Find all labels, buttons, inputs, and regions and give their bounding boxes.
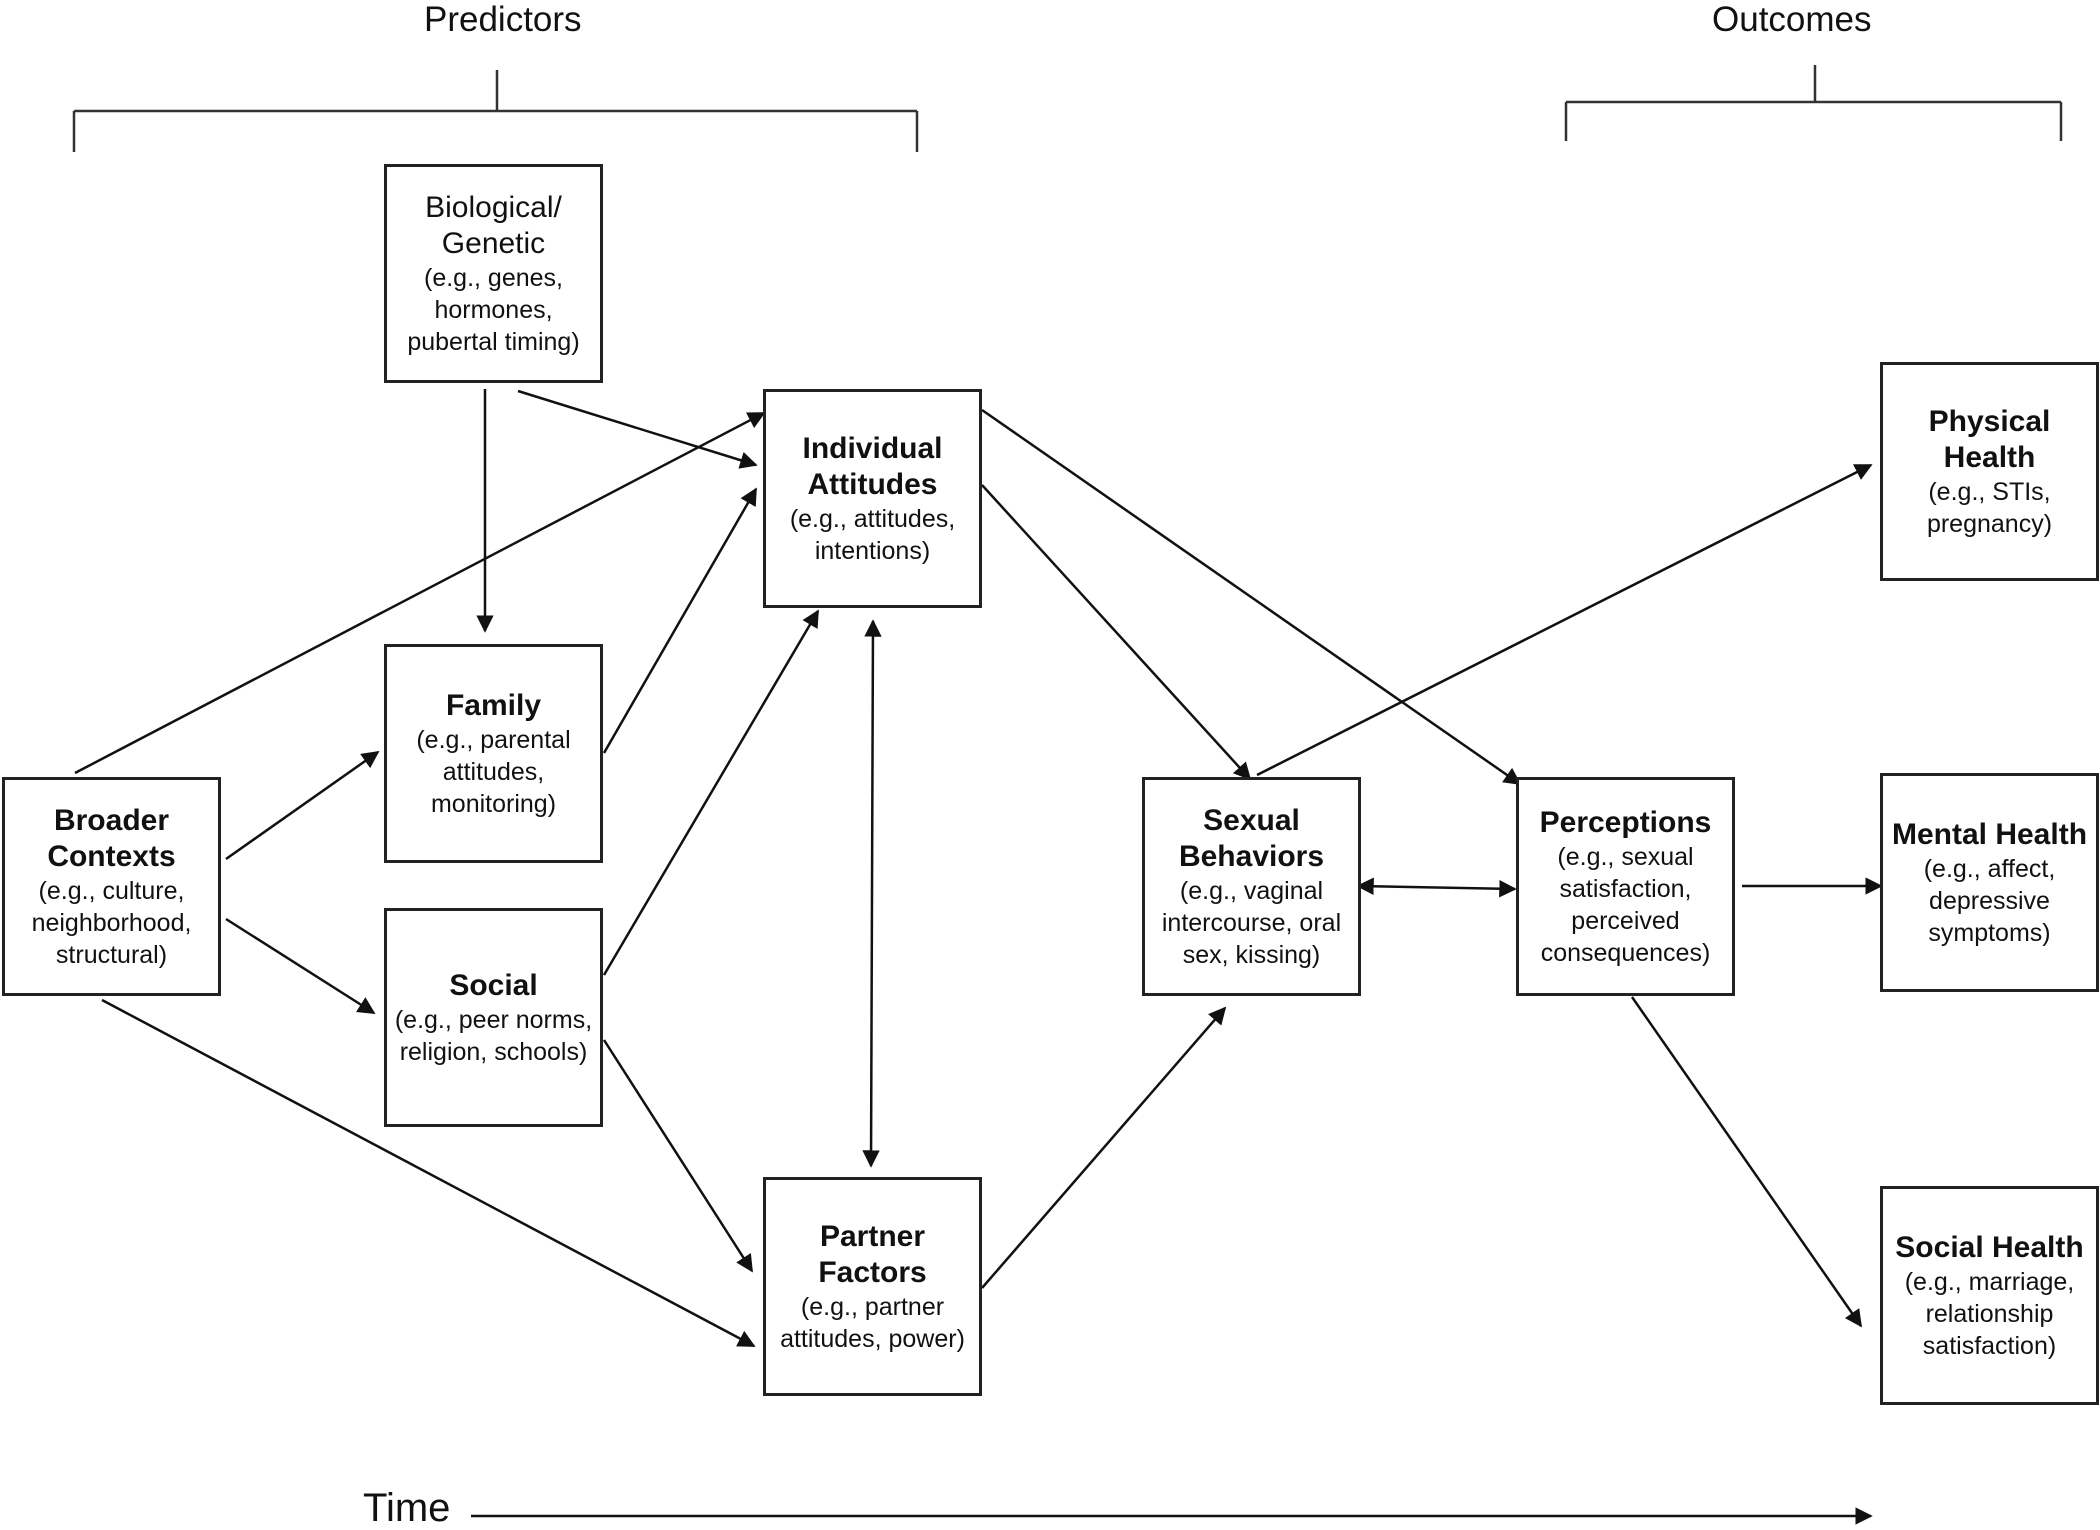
node-broader: Broader Contexts (e.g., culture, neighbo…: [2, 777, 221, 996]
node-biological-title: Biological/ Genetic: [425, 190, 562, 260]
node-mental-desc: (e.g., affect, depressive symptoms): [1923, 854, 2056, 947]
arrow-perceptions-socialhealth: [1630, 996, 1863, 1328]
node-family: Family (e.g., parental attitudes, monito…: [384, 644, 603, 863]
arrow-individual-perceptions: [981, 408, 1522, 786]
arrow-broader-family: [225, 750, 380, 861]
node-broader-desc: (e.g., culture, neighborhood, structural…: [31, 876, 192, 969]
arrow-social-partner: [602, 1039, 754, 1273]
node-sexual-title: Sexual Behaviors: [1178, 803, 1325, 873]
arrow-sexual-physical: [1256, 463, 1873, 777]
outcomes-bracket: [1564, 65, 2063, 141]
node-biological: Biological/ Genetic (e.g., genes, hormon…: [384, 164, 603, 383]
node-biological-desc: (e.g., genes, hormones, pubertal timing): [407, 263, 580, 356]
arrow-biological-individual: [517, 389, 758, 469]
node-perceptions-title: Perceptions: [1539, 805, 1712, 839]
node-physical-desc: (e.g., STIs, pregnancy): [1926, 477, 2053, 538]
node-socialhealth-desc: (e.g., marriage, relationship satisfacti…: [1904, 1267, 2075, 1360]
node-social-title: Social: [449, 968, 538, 1002]
arrow-individual-sexual: [981, 484, 1252, 781]
predictors-bracket: [72, 70, 919, 152]
node-individual-title: Individual Attitudes: [802, 431, 943, 501]
node-socialhealth-title: Social Health: [1895, 1230, 2084, 1264]
arrow-partner-sexual: [981, 1006, 1227, 1289]
node-physical: Physical Health (e.g., STIs, pregnancy): [1880, 362, 2099, 581]
arrows: [74, 389, 1883, 1525]
node-mental: Mental Health (e.g., affect, depressive …: [1880, 773, 2099, 992]
node-social: Social (e.g., peer norms, religion, scho…: [384, 908, 603, 1127]
node-perceptions: Perceptions (e.g., sexual satisfaction, …: [1516, 777, 1735, 996]
node-physical-title: Physical Health: [1928, 404, 2051, 474]
node-individual: Individual Attitudes (e.g., attitudes, i…: [763, 389, 982, 608]
node-family-title: Family: [445, 688, 542, 722]
node-mental-title: Mental Health: [1891, 817, 2088, 851]
node-sexual: Sexual Behaviors (e.g., vaginal intercou…: [1142, 777, 1361, 996]
node-individual-desc: (e.g., attitudes, intentions): [789, 504, 956, 565]
node-sexual-desc: (e.g., vaginal intercourse, oral sex, ki…: [1161, 876, 1342, 969]
node-partner-title: Partner Factors: [818, 1219, 927, 1289]
arrow-broader-individual: [74, 411, 766, 775]
node-perceptions-desc: (e.g., sexual satisfaction, perceived co…: [1540, 842, 1711, 967]
node-family-desc: (e.g., parental attitudes, monitoring): [416, 725, 571, 818]
arrow-family-individual: [602, 487, 758, 754]
node-partner-desc: (e.g., partner attitudes, power): [780, 1292, 965, 1353]
time-label: Time: [363, 1486, 451, 1530]
node-partner: Partner Factors (e.g., partner attitudes…: [763, 1177, 982, 1396]
node-socialhealth: Social Health (e.g., marriage, relations…: [1880, 1186, 2099, 1405]
arrow-broader-partner: [101, 998, 756, 1348]
outcomes-label: Outcomes: [1712, 0, 1872, 39]
arrow-individual-partner: [862, 619, 882, 1168]
node-broader-title: Broader Contexts: [47, 803, 176, 873]
arrow-sexual-perceptions: [1356, 877, 1517, 898]
node-social-desc: (e.g., peer norms, religion, schools): [394, 1005, 593, 1066]
arrow-broader-social: [225, 917, 376, 1015]
arrow-social-individual: [602, 609, 820, 976]
predictors-label: Predictors: [424, 0, 582, 39]
